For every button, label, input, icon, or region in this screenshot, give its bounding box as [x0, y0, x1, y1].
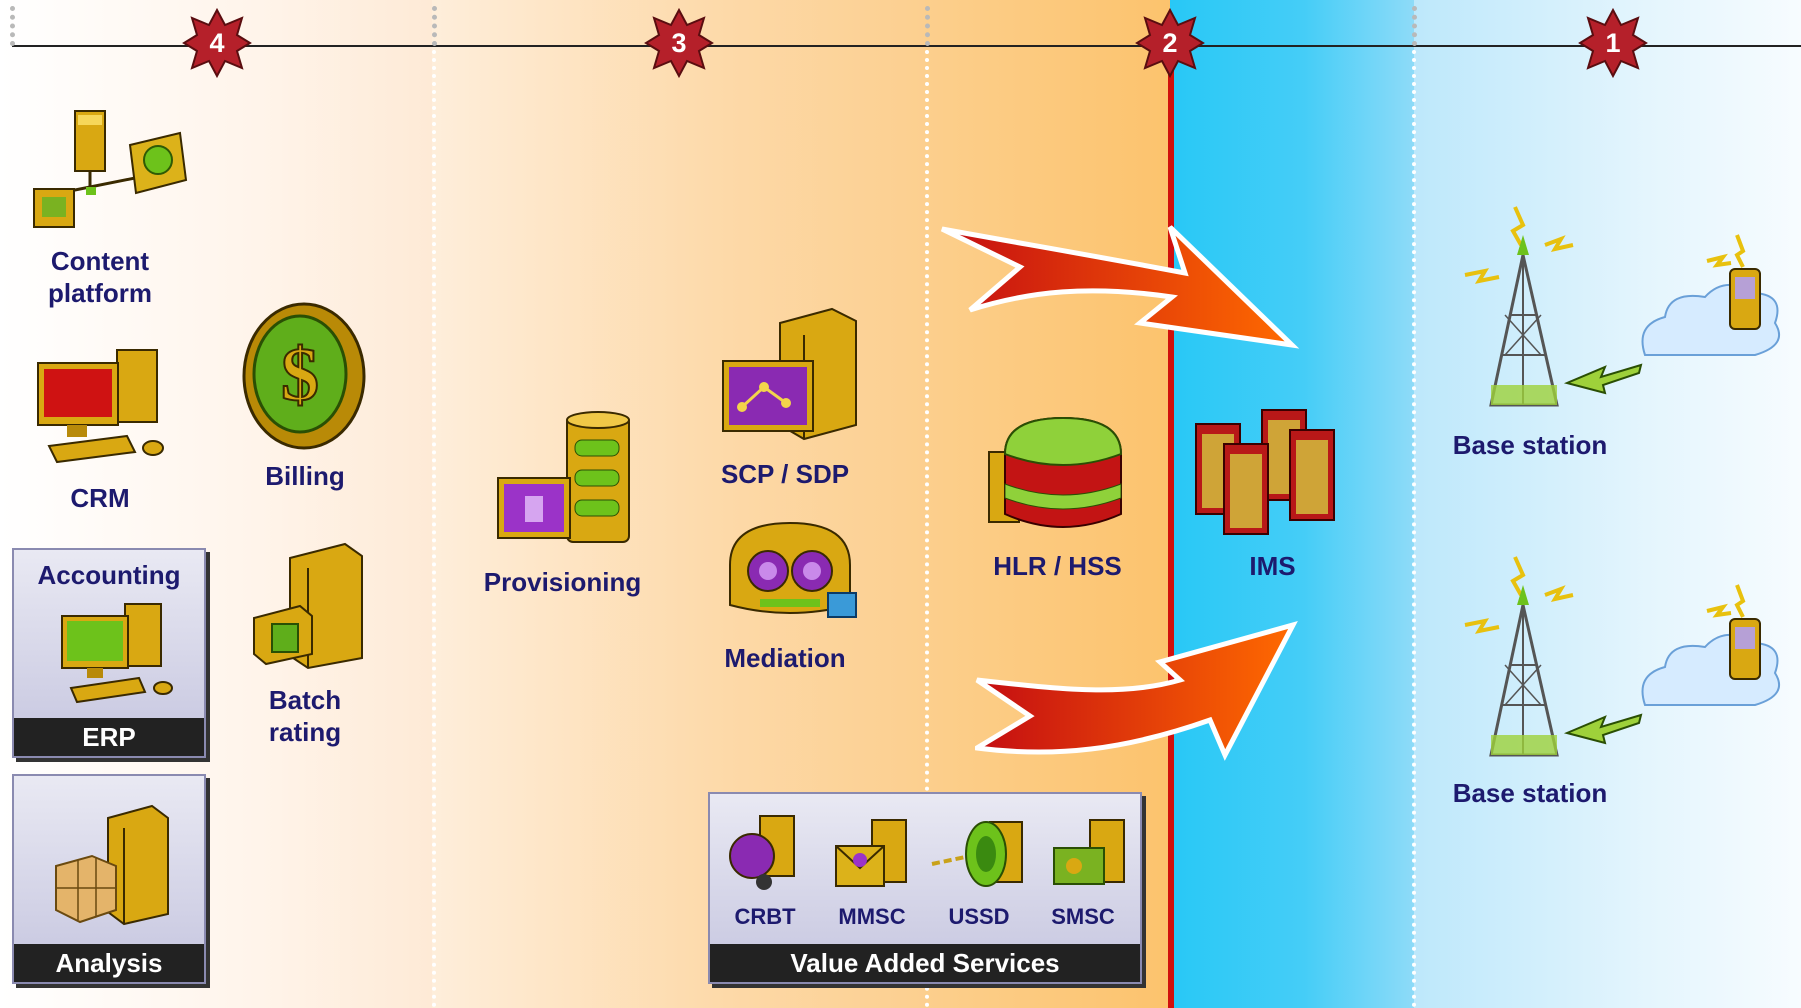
billing-coin-icon: $: [242, 302, 366, 450]
erp-panel-bar: ERP: [14, 718, 204, 756]
billing-label: Billing: [265, 461, 345, 491]
zone-separator: [432, 50, 436, 1008]
vas-item-label: SMSC: [1051, 904, 1115, 929]
ussd-icon: [931, 821, 1023, 887]
scp-sdp-label: SCP / SDP: [720, 459, 850, 489]
mediation-label: Mediation: [724, 643, 846, 673]
content-platform-label: Content platform: [48, 246, 152, 308]
arrow-icon: [975, 621, 1298, 761]
base-station-tower-icon: [1464, 206, 1780, 407]
zone-badge-3: 3: [644, 8, 714, 78]
value-added-services-panel: CRBT MMSC USSD SMSC Value Added Services: [708, 792, 1142, 984]
network-boundary-line: [1168, 45, 1174, 1008]
zone-separator: [925, 50, 929, 1008]
base-station-label: Base station: [1452, 430, 1608, 460]
analysis-panel-bar: Analysis: [14, 944, 204, 982]
arrow-icon: [940, 225, 1300, 349]
timeline-axis: [12, 45, 1801, 47]
svg-text:$: $: [281, 333, 319, 417]
erp-panel-title: Accounting: [37, 560, 181, 590]
vas-item-label: CRBT: [734, 904, 796, 929]
base-station-tower-icon: [1464, 556, 1780, 757]
provisioning-label: Provisioning: [483, 567, 642, 597]
zone-separator: [1412, 50, 1416, 1008]
batch-rating-server-icon: [253, 542, 363, 670]
axis-tick: [10, 6, 15, 46]
hlr-hss-label: HLR / HSS: [993, 551, 1122, 581]
zone-badge-4: 4: [182, 8, 252, 78]
zone-badge-number: 1: [1605, 28, 1621, 58]
zone-badge-number: 3: [671, 28, 687, 58]
zone-badge-number: 4: [209, 28, 225, 58]
crm-label: CRM: [70, 483, 130, 513]
zone-badge-1: 1: [1578, 8, 1648, 78]
hlr-hss-database-icon: [988, 416, 1123, 528]
smsc-icon: [1053, 819, 1125, 885]
mmsc-icon: [835, 819, 907, 887]
axis-tick: [432, 6, 437, 46]
vas-item-label: USSD: [948, 904, 1010, 929]
ims-label: IMS: [1249, 551, 1296, 581]
base-station-label: Base station: [1452, 778, 1608, 808]
crm-computer-icon: [37, 349, 164, 464]
erp-panel: Accounting ERP: [12, 548, 206, 758]
mediation-icon: [729, 521, 857, 618]
provisioning-server-icon: [497, 411, 630, 543]
axis-tick: [925, 6, 930, 46]
value-added-services-bar: Value Added Services: [710, 944, 1140, 982]
ims-servers-icon: [1195, 409, 1335, 535]
zone-badge-number: 2: [1162, 28, 1178, 58]
scp-sdp-server-icon: [722, 307, 857, 441]
batch-rating-label: Batch rating: [268, 685, 342, 747]
vas-item-label: MMSC: [838, 904, 906, 929]
analysis-cube-icon: [55, 804, 169, 926]
content-platform-icon: [33, 110, 188, 228]
zone-badge-2: 2: [1135, 8, 1205, 78]
accounting-computer-icon: [61, 603, 173, 704]
analysis-panel: Analysis: [12, 774, 206, 984]
axis-tick: [1412, 6, 1417, 46]
zone-1-background: [1414, 0, 1801, 1008]
crbt-icon: [729, 815, 795, 890]
